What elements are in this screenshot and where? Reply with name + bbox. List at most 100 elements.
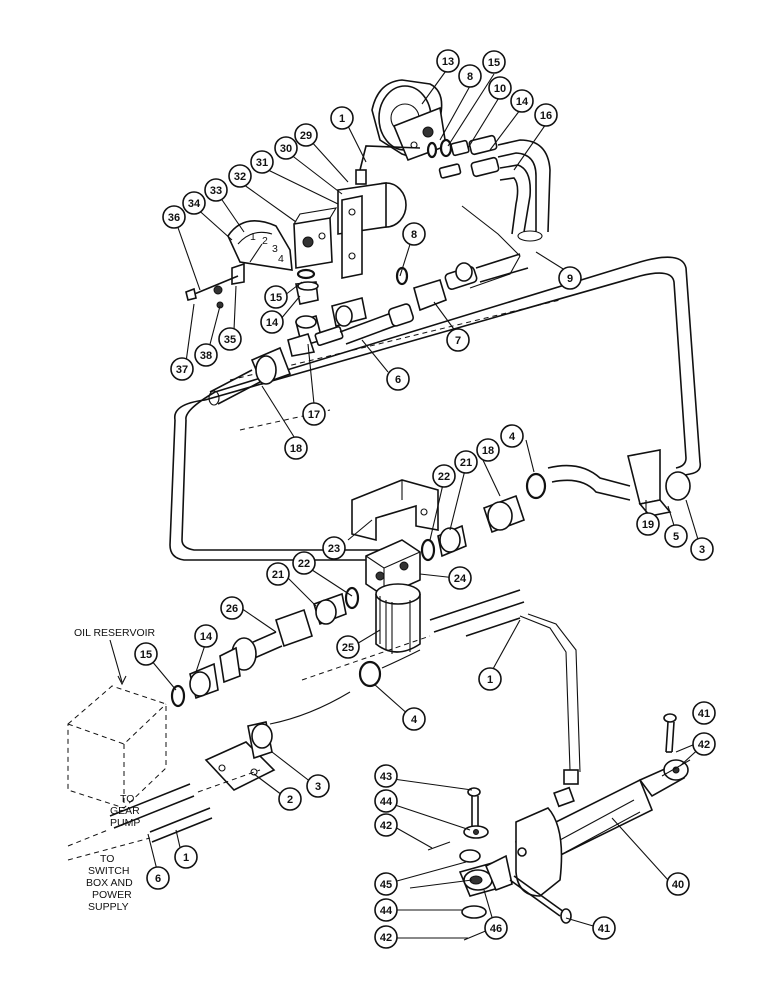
svg-text:45: 45 [380, 879, 392, 891]
tee-fitting-17 [287, 314, 344, 357]
svg-text:34: 34 [188, 198, 201, 210]
hose-to-clamp-19 [547, 449, 691, 517]
svg-text:44: 44 [380, 796, 393, 808]
callout-34: 34 [182, 191, 206, 215]
callout-40: 40 [666, 872, 690, 896]
svg-text:46: 46 [490, 923, 502, 935]
callout-19: 19 [636, 512, 660, 536]
callout-46: 46 [484, 916, 508, 940]
svg-text:1: 1 [487, 674, 493, 686]
callout-44-b: 44 [374, 898, 398, 922]
callout-10: 10 [488, 76, 512, 100]
callout-42: 42 [692, 732, 716, 756]
callout-4-b: 4 [402, 707, 426, 731]
callout-17: 17 [302, 402, 326, 426]
callout-14: 14 [510, 89, 534, 113]
svg-text:2: 2 [287, 794, 293, 806]
pressure-gauge-33: 1 2 3 4 [227, 220, 293, 285]
svg-text:21: 21 [460, 457, 472, 469]
svg-text:35: 35 [224, 334, 236, 346]
svg-text:8: 8 [411, 229, 417, 241]
svg-text:4: 4 [509, 431, 516, 443]
svg-text:41: 41 [598, 923, 610, 935]
svg-text:40: 40 [672, 879, 684, 891]
callout-8-b: 8 [402, 222, 426, 246]
svg-text:7: 7 [455, 335, 461, 347]
svg-text:25: 25 [342, 642, 354, 654]
callout-15-c: 15 [134, 642, 158, 666]
reservoir-fittings-14-15 [170, 662, 219, 708]
callout-3: 3 [690, 537, 714, 561]
callout-7: 7 [446, 328, 470, 352]
callout-23: 23 [322, 536, 346, 560]
callout-32: 32 [228, 164, 252, 188]
svg-text:14: 14 [266, 317, 279, 329]
svg-text:15: 15 [270, 292, 282, 304]
svg-text:23: 23 [328, 543, 340, 555]
svg-text:31: 31 [256, 157, 268, 169]
callout-6-b: 6 [146, 866, 170, 890]
svg-text:14: 14 [516, 96, 529, 108]
valve-fittings-14-15 [295, 268, 319, 305]
callout-5: 5 [664, 524, 688, 548]
callout-33: 33 [204, 178, 228, 202]
svg-text:30: 30 [280, 143, 292, 155]
lower-hoses-6-1 [67, 769, 261, 861]
callout-6: 6 [386, 367, 410, 391]
callout-42-b: 42 [374, 813, 398, 837]
filter-head-24 [365, 539, 421, 597]
svg-text:6: 6 [155, 873, 161, 885]
grommet-4-lower [269, 649, 421, 725]
callout-14-b: 14 [260, 310, 284, 334]
svg-text:13: 13 [442, 56, 454, 68]
svg-text:15: 15 [488, 57, 500, 69]
wire-harness-1-top [355, 145, 521, 289]
callout-18: 18 [284, 436, 308, 460]
callout-9: 9 [558, 266, 582, 290]
svg-text:9: 9 [567, 273, 573, 285]
svg-text:19: 19 [642, 519, 654, 531]
solenoid-valve-29-32 [293, 182, 407, 279]
callout-37: 37 [170, 357, 194, 381]
filter-element-25 [375, 583, 421, 654]
svg-text:18: 18 [290, 443, 302, 455]
mounting-screw-36 [185, 275, 239, 309]
svg-text:6: 6 [395, 374, 401, 386]
svg-text:38: 38 [200, 350, 212, 362]
svg-text:10: 10 [494, 83, 506, 95]
svg-text:41: 41 [698, 708, 710, 720]
callout-41-b: 41 [592, 916, 616, 940]
callout-29: 29 [294, 123, 318, 147]
to-switch-box-caption-3: BOX AND [86, 877, 133, 889]
svg-text:16: 16 [540, 110, 552, 122]
callout-22-b: 22 [292, 551, 316, 575]
svg-text:8: 8 [467, 71, 473, 83]
gauge-mark-2: 2 [262, 235, 268, 247]
oil-reservoir-phantom [67, 639, 167, 809]
svg-text:4: 4 [411, 714, 418, 726]
pump-outlet-fittings [426, 134, 500, 179]
callout-21: 21 [454, 450, 478, 474]
gauge-mark-1: 1 [250, 231, 256, 243]
svg-text:17: 17 [308, 409, 320, 421]
callout-8: 8 [458, 64, 482, 88]
svg-text:42: 42 [380, 820, 392, 832]
captions: OIL RESERVOIR TO GEAR PUMP TO SWITCH BOX… [74, 627, 156, 913]
callout-bubbles: 13 8 15 10 14 16 1 29 30 31 32 33 34 36 … [134, 49, 716, 949]
callout-14-c: 14 [194, 624, 218, 648]
callout-15: 15 [482, 50, 506, 74]
hose-18-upper [208, 346, 292, 406]
svg-text:14: 14 [200, 631, 213, 643]
svg-text:22: 22 [438, 471, 450, 483]
callout-42-c: 42 [374, 925, 398, 949]
callout-1-c: 1 [174, 845, 198, 869]
wire-harness-1-mid [301, 589, 581, 785]
svg-text:24: 24 [454, 573, 467, 585]
callout-21-b: 21 [266, 562, 290, 586]
callout-3-b: 3 [306, 774, 330, 798]
callout-4: 4 [500, 424, 524, 448]
callout-44: 44 [374, 789, 398, 813]
svg-text:36: 36 [168, 212, 180, 224]
hose-26-lower [219, 608, 313, 684]
svg-text:37: 37 [176, 364, 188, 376]
